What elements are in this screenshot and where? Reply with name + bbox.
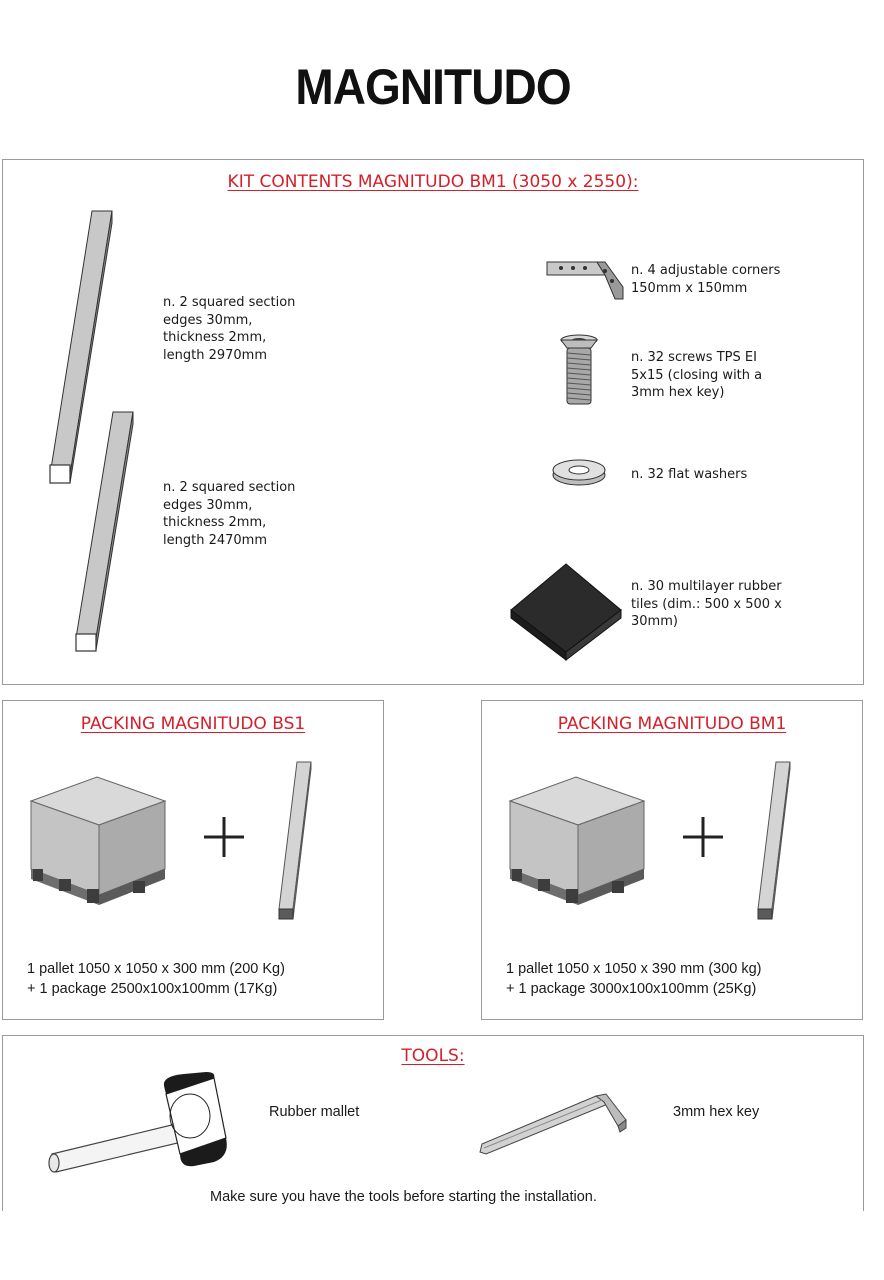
rubber-tile-icon — [510, 563, 622, 662]
packing-bm1-title: PACKING MAGNITUDO BM1 — [557, 714, 787, 734]
kit-item-corners-text: n. 4 adjustable corners 150mm x 150mm — [631, 263, 781, 296]
kit-item-screws-text: n. 32 screws TPS EI 5x15 (closing with a… — [631, 350, 763, 400]
corner-bracket-icon — [546, 261, 624, 300]
long-bar-icon — [49, 210, 113, 484]
kit-contents-title: KIT CONTENTS MAGNITUDO BM1 (3050 x 2550)… — [227, 172, 639, 192]
packing-bs1-line1: 1 pallet 1050 x 1050 x 300 mm (200 Kg) — [27, 961, 285, 977]
packing-bm1-panel: PACKING MAGNITUDO BM1 1 pallet 1050 x 10… — [481, 700, 863, 1020]
package-bar-icon — [757, 761, 791, 920]
tool-mallet-label: Rubber mallet — [269, 1104, 360, 1120]
tool-hexkey-label: 3mm hex key — [673, 1104, 760, 1120]
packing-bm1-line1: 1 pallet 1050 x 1050 x 390 mm (300 kg) — [506, 961, 762, 977]
kit-contents-panel: KIT CONTENTS MAGNITUDO BM1 (3050 x 2550)… — [2, 159, 864, 685]
packing-bm1-line2: + 1 package 3000x100x100mm (25Kg) — [506, 981, 757, 997]
brand-logo-text: MAGNITUDO — [295, 59, 571, 115]
kit-item-short-bar-text: n. 2 squared section edges 30mm, thickne… — [163, 480, 296, 548]
washer-icon — [552, 459, 606, 486]
pallet-icon — [508, 776, 646, 905]
kit-item-long-bar-text: n. 2 squared section edges 30mm, thickne… — [163, 295, 296, 363]
packing-bs1-line2: + 1 package 2500x100x100mm (17Kg) — [27, 981, 278, 997]
screw-icon — [560, 334, 598, 405]
plus-icon — [683, 817, 723, 857]
pallet-icon — [29, 776, 167, 905]
kit-item-tiles-text: n. 30 multilayer rubber tiles (dim.: 500… — [631, 579, 782, 629]
packing-bs1-panel: PACKING MAGNITUDO BS1 1 pallet 1050 x 10… — [2, 700, 384, 1020]
packing-bs1-title: PACKING MAGNITUDO BS1 — [80, 714, 306, 734]
tools-panel: TOOLS: — [2, 1035, 864, 1211]
plus-icon — [204, 817, 244, 857]
tools-title: TOOLS: — [401, 1046, 465, 1066]
short-bar-icon — [75, 411, 134, 652]
hex-key-icon — [479, 1093, 627, 1155]
tools-note: Make sure you have the tools before star… — [210, 1189, 597, 1205]
rubber-mallet-icon — [48, 1072, 227, 1173]
package-bar-icon — [278, 761, 312, 920]
kit-item-washers-text: n. 32 flat washers — [631, 467, 748, 482]
